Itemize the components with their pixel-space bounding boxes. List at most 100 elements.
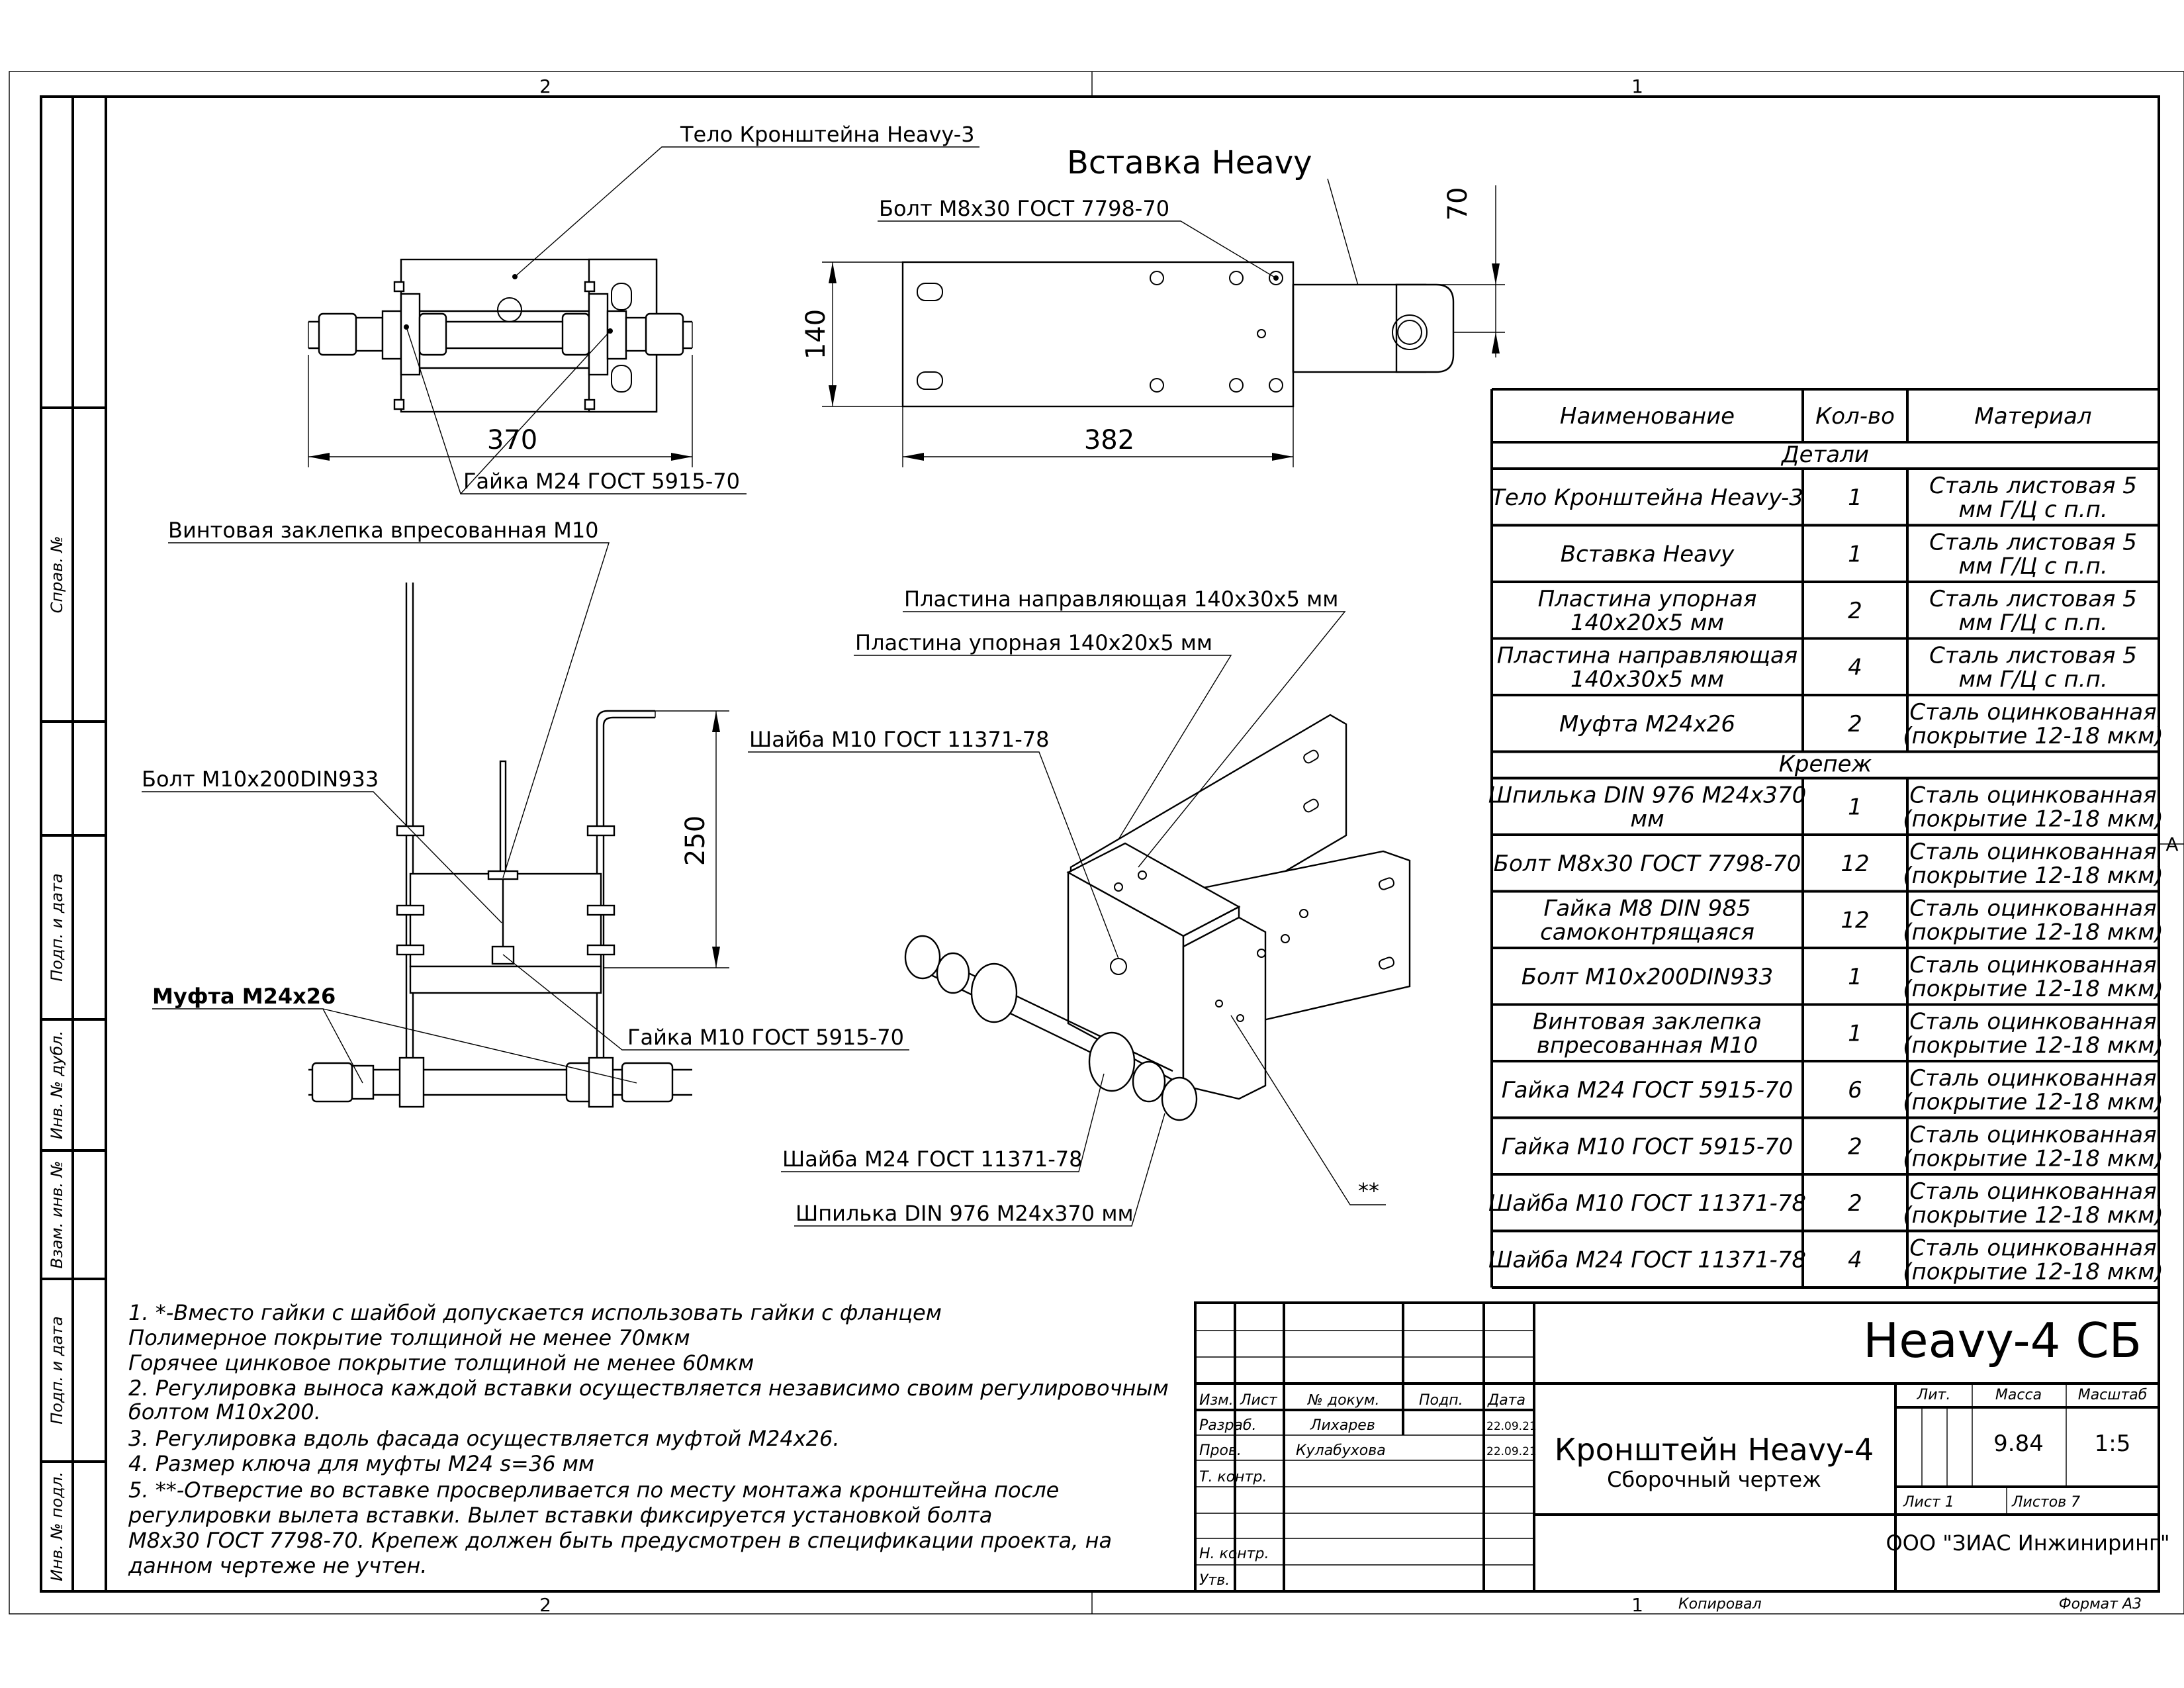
stamp-label: Инв. № дубл. bbox=[48, 1031, 66, 1139]
part-name: Шайба М10 ГОСТ 11371-78 bbox=[1488, 1190, 1806, 1217]
part-material: (покрытие 12-18 мкм) bbox=[1903, 919, 2163, 945]
part-qty: 4 bbox=[1848, 654, 1862, 680]
role-label: Н. контр. bbox=[1199, 1546, 1269, 1562]
table-header: Кол-во bbox=[1815, 403, 1895, 430]
part-material: Сталь оцинкованная bbox=[1909, 782, 2156, 808]
lit-label: Лит. bbox=[1917, 1387, 1951, 1403]
part-qty: 4 bbox=[1848, 1246, 1862, 1273]
leader-label: Шайба М10 ГОСТ 11371-78 bbox=[749, 727, 1049, 752]
sheets-label: Листов 7 bbox=[2011, 1494, 2080, 1511]
leader-label: Гайка М10 ГОСТ 5915-70 bbox=[627, 1025, 904, 1050]
side-stamp: Справ. № Подп. и дата Инв. № дубл. Взам.… bbox=[40, 95, 107, 1593]
mass-label: Масса bbox=[1995, 1387, 2042, 1403]
zone-label: 2 bbox=[539, 75, 551, 97]
company: ООО "ЗИАС Инжиниринг" bbox=[1886, 1530, 2169, 1556]
part-material: (покрытие 12-18 мкм) bbox=[1903, 863, 2163, 889]
part-qty: 12 bbox=[1841, 851, 1869, 877]
leader-label: Болт М10х200DIN933 bbox=[142, 767, 379, 792]
leader-label: Шайба М24 ГОСТ 11371-78 bbox=[782, 1147, 1082, 1172]
front-view: 250 Винтовая заклепка впресованная М10 Б… bbox=[142, 518, 909, 1108]
part-name: Тело Кронштейна Heavy-3 bbox=[1491, 485, 1803, 511]
part-material: Сталь оцинкованная bbox=[1909, 839, 2156, 865]
part-material: Сталь листовая 5 bbox=[1929, 529, 2137, 555]
doc-type: Сборочный чертеж bbox=[1607, 1467, 1821, 1492]
part-material: Сталь оцинкованная bbox=[1909, 1235, 2156, 1261]
leader-label: Шпилька DIN 976 М24х370 мм bbox=[796, 1201, 1134, 1226]
note-line: регулировки вылета вставки. Вылет вставк… bbox=[128, 1503, 992, 1528]
title-block: Изм. Лист № докум. Подп. Дата Разраб. Пр… bbox=[1194, 1301, 2170, 1613]
part-name: мм bbox=[1630, 806, 1664, 832]
top-view: 370 Тело Кронштейна Heavy-3 Гайка М24 ГО… bbox=[308, 122, 979, 494]
part-material: (покрытие 12-18 мкм) bbox=[1903, 1089, 2163, 1115]
copied-label: Копировал bbox=[1678, 1596, 1762, 1613]
note-line: 5. **-Отверстие во вставке просверливает… bbox=[128, 1477, 1059, 1503]
part-material: (покрытие 12-18 мкм) bbox=[1903, 976, 2163, 1002]
part-material: Сталь оцинкованная bbox=[1909, 1178, 2156, 1205]
note-line: М8х30 ГОСТ 7798-70. Крепеж должен быть п… bbox=[128, 1528, 1112, 1553]
leader-label: Тело Кронштейна Heavy-3 bbox=[680, 122, 975, 147]
designation: Heavy-4 СБ bbox=[1863, 1313, 2142, 1368]
role-label: Разраб. bbox=[1199, 1417, 1256, 1434]
dimension-label: 382 bbox=[1084, 425, 1134, 455]
leader-label: Винтовая заклепка впресованная М10 bbox=[168, 518, 599, 543]
part-material: (покрытие 12-18 мкм) bbox=[1903, 1145, 2163, 1172]
table-section: Детали bbox=[1780, 442, 1869, 468]
stamp-label: Инв. № подл. bbox=[48, 1472, 66, 1581]
note-line: болтом М10х200. bbox=[128, 1399, 321, 1425]
table-row: Шайба М24 ГОСТ 11371-78 4 Сталь оцинкованн… bbox=[1488, 1235, 2163, 1285]
zone-label: 1 bbox=[1631, 75, 1643, 97]
part-qty: 2 bbox=[1848, 598, 1862, 624]
stamp-label: Подп. и дата bbox=[48, 873, 66, 982]
col-label: № докум. bbox=[1307, 1392, 1379, 1409]
col-label: Дата bbox=[1487, 1392, 1525, 1409]
part-name: Шайба М24 ГОСТ 11371-78 bbox=[1488, 1246, 1806, 1273]
mass-value: 9.84 bbox=[1993, 1430, 2044, 1457]
part-material: Сталь оцинкованная bbox=[1909, 1008, 2156, 1035]
product-name: Кронштейн Heavy-4 bbox=[1555, 1432, 1874, 1468]
part-material: Сталь оцинкованная bbox=[1909, 699, 2156, 726]
part-material: Сталь листовая 5 bbox=[1929, 586, 2137, 612]
part-material: Сталь листовая 5 bbox=[1929, 473, 2137, 499]
iso-view: Пластина направляющая 140х30х5 мм Пласти… bbox=[748, 586, 1411, 1227]
part-name: Муфта М24х26 bbox=[1559, 711, 1735, 737]
part-name: впресованная М10 bbox=[1537, 1032, 1758, 1058]
col-label: Лист bbox=[1240, 1392, 1278, 1409]
role-label: Утв. bbox=[1199, 1572, 1230, 1589]
part-qty: 2 bbox=[1848, 1133, 1862, 1160]
notes: 1. *-Вместо гайки с шайбой допускается и… bbox=[128, 1300, 1169, 1578]
role-label: Т. контр. bbox=[1199, 1469, 1267, 1485]
part-material: Сталь оцинкованная bbox=[1909, 1065, 2156, 1092]
table-header: Материал bbox=[1974, 403, 2091, 430]
role-label: Пров. bbox=[1199, 1442, 1242, 1459]
note-line: Полимерное покрытие толщиной не менее 70… bbox=[128, 1325, 690, 1350]
part-qty: 1 bbox=[1848, 541, 1862, 567]
insert-title: Вставка Heavy bbox=[1067, 144, 1312, 181]
format-label: Формат А3 bbox=[2059, 1596, 2142, 1613]
part-material: Сталь оцинкованная bbox=[1909, 1121, 2156, 1148]
table-section: Крепеж bbox=[1779, 751, 1872, 778]
stamp-label: Подп. и дата bbox=[48, 1316, 66, 1425]
scale-label: Масштаб bbox=[2078, 1387, 2148, 1403]
part-name: Гайка М8 DIN 985 bbox=[1543, 895, 1751, 921]
part-qty: 1 bbox=[1848, 794, 1862, 820]
sheet-label: Лист 1 bbox=[1903, 1494, 1954, 1511]
part-name: 140х30х5 мм bbox=[1570, 666, 1724, 692]
note-line: 4. Размер ключа для муфты М24 s=36 мм bbox=[128, 1451, 594, 1476]
leader-label: Гайка М24 ГОСТ 5915-70 bbox=[463, 469, 740, 494]
part-material: (покрытие 12-18 мкм) bbox=[1903, 1032, 2163, 1058]
note-line: 1. *-Вместо гайки с шайбой допускается и… bbox=[128, 1300, 942, 1325]
leader-label: Пластина направляющая 140х30х5 мм bbox=[904, 586, 1338, 612]
part-material: Сталь оцинкованная bbox=[1909, 895, 2156, 921]
part-name: Пластина упорная bbox=[1538, 586, 1757, 612]
dimension-label: 250 bbox=[680, 816, 711, 866]
col-label: Подп. bbox=[1419, 1392, 1463, 1409]
part-name: самоконтрящаяся bbox=[1540, 919, 1754, 945]
